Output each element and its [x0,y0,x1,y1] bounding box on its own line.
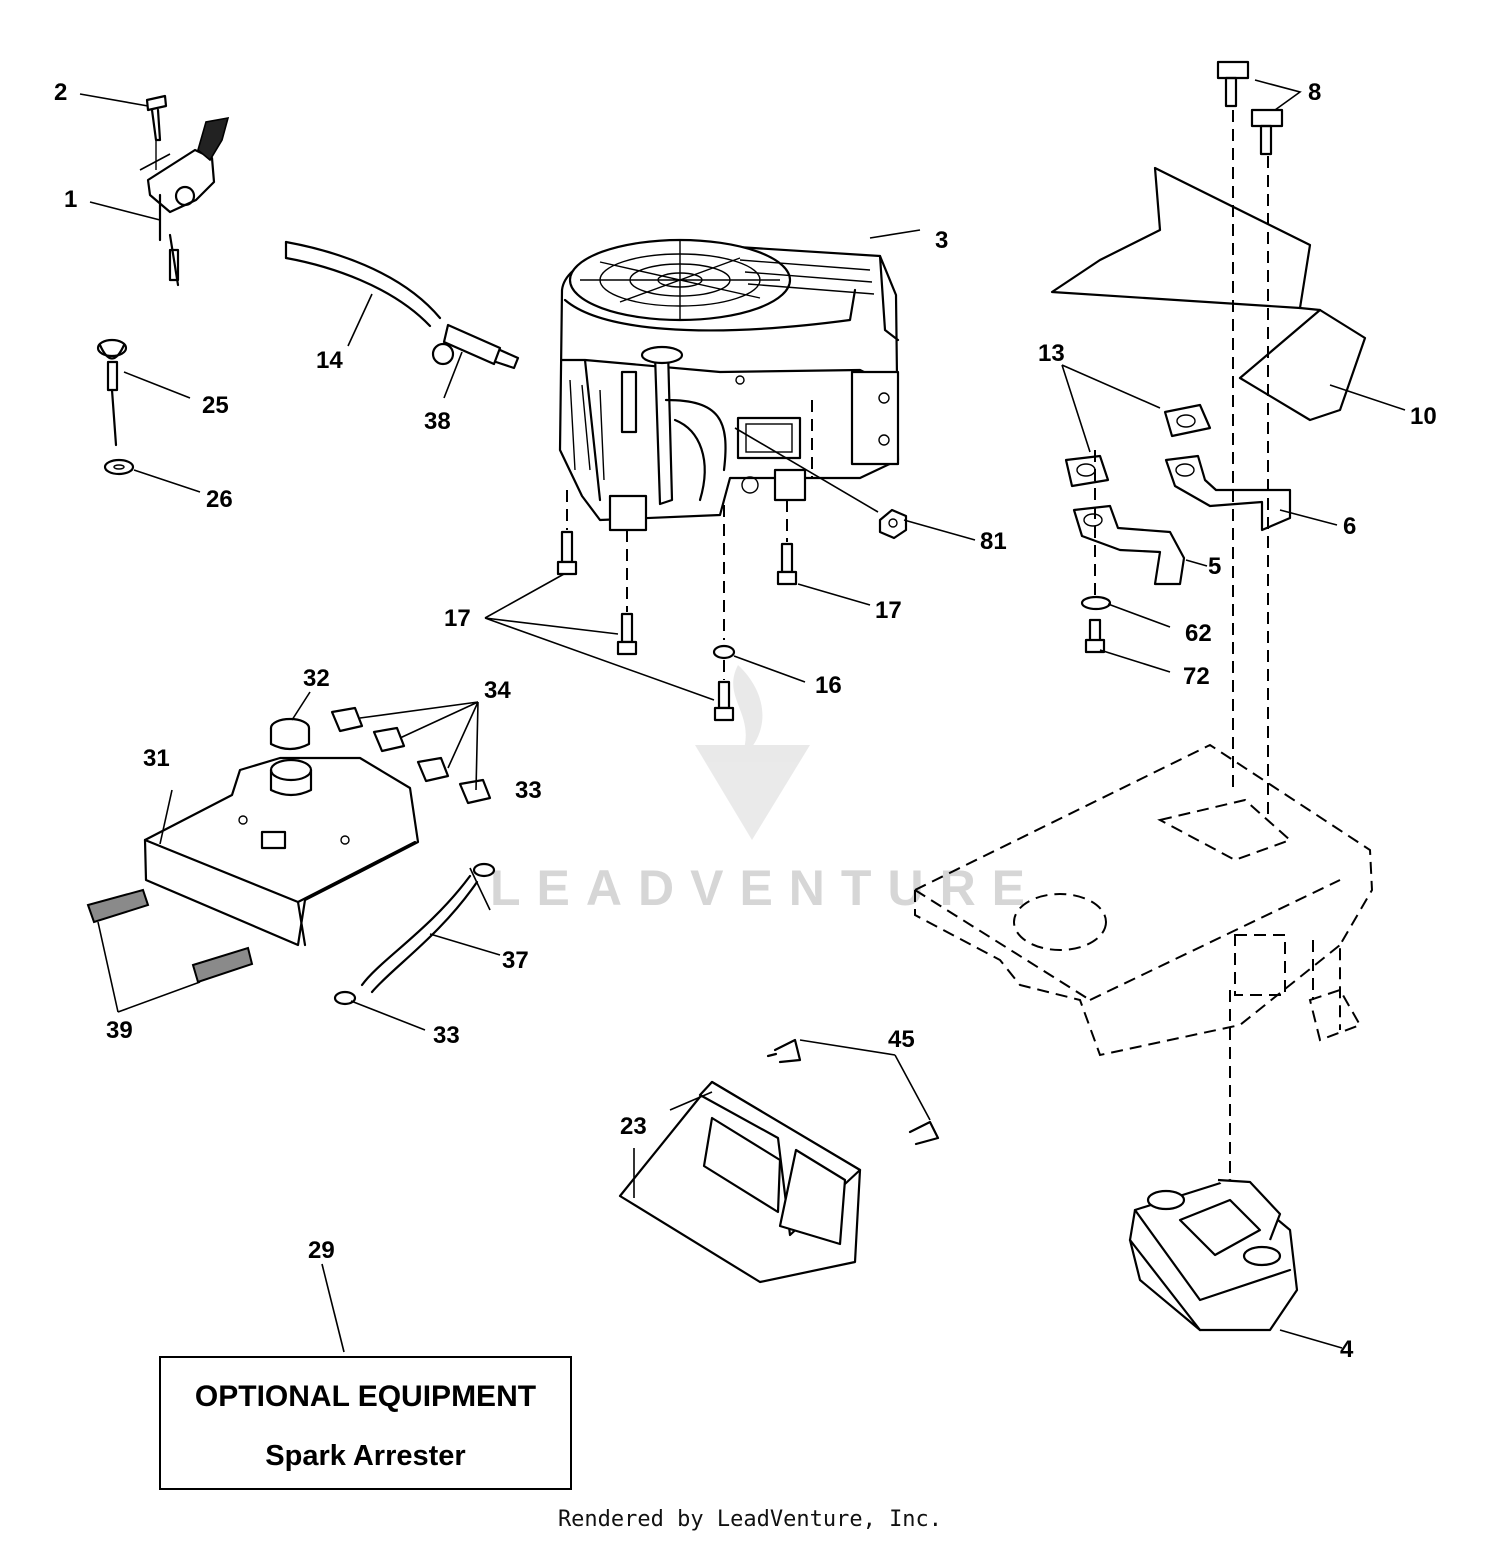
callout-8: 8 [1308,79,1321,106]
engine-plate-part [618,1038,940,1284]
tractor-frame-reference [914,743,1374,1057]
callout-4: 4 [1340,1336,1354,1363]
callout-17a: 17 [444,605,471,632]
callout-33b: 33 [433,1022,460,1049]
render-credit: Rendered by LeadVenture, Inc. [557,1507,943,1532]
callout-45: 45 [888,1026,915,1053]
watermark-logo [695,665,810,840]
exhaust-pipes-part [1064,403,1292,654]
fuel-tank-part [86,706,492,984]
watermark-text: LEADVENTURE [490,860,1041,916]
choke-knob-part [96,338,135,476]
callout-81: 81 [980,528,1007,555]
engine-part [558,238,900,532]
callout-3: 3 [935,227,948,254]
callout-10: 10 [1410,403,1437,430]
callout-72: 72 [1183,663,1210,690]
callout-2: 2 [54,79,67,106]
callout-23: 23 [620,1113,647,1140]
optional-equipment-box: OPTIONAL EQUIPMENT Spark Arrester [159,1356,572,1490]
callout-17b: 17 [875,597,902,624]
assembly-guides [1094,110,1314,1185]
callout-31: 31 [143,745,170,772]
nut-part [878,508,908,540]
optional-equipment-title: OPTIONAL EQUIPMENT [194,1380,537,1413]
callout-29: 29 [308,1237,335,1264]
callout-6: 6 [1343,513,1356,540]
callout-34: 34 [484,677,511,704]
callout-39: 39 [106,1017,133,1044]
optional-equipment-subtitle: Spark Arrester [265,1440,466,1472]
callout-25: 25 [202,392,229,419]
callout-13: 13 [1038,340,1065,367]
callout-5: 5 [1208,553,1221,580]
engine-bolts-part [556,490,798,722]
callout-37: 37 [502,947,529,974]
heat-shield-part [1050,60,1367,422]
callout-26: 26 [206,486,233,513]
callout-32: 32 [303,665,330,692]
callout-labels: 1 2 3 4 5 6 8 10 13 14 16 17 17 23 25 26… [54,79,1437,1363]
callout-62: 62 [1185,620,1212,647]
fuel-line-part [284,240,520,370]
callout-33a: 33 [515,777,542,804]
vent-hose-part [333,862,496,1006]
leader-lines [79,79,1406,1353]
callout-38: 38 [424,408,451,435]
throttle-control-part [145,94,230,287]
callout-1: 1 [64,186,77,213]
callout-14: 14 [316,347,343,374]
callout-16: 16 [815,672,842,699]
muffler-part [1128,1178,1299,1332]
